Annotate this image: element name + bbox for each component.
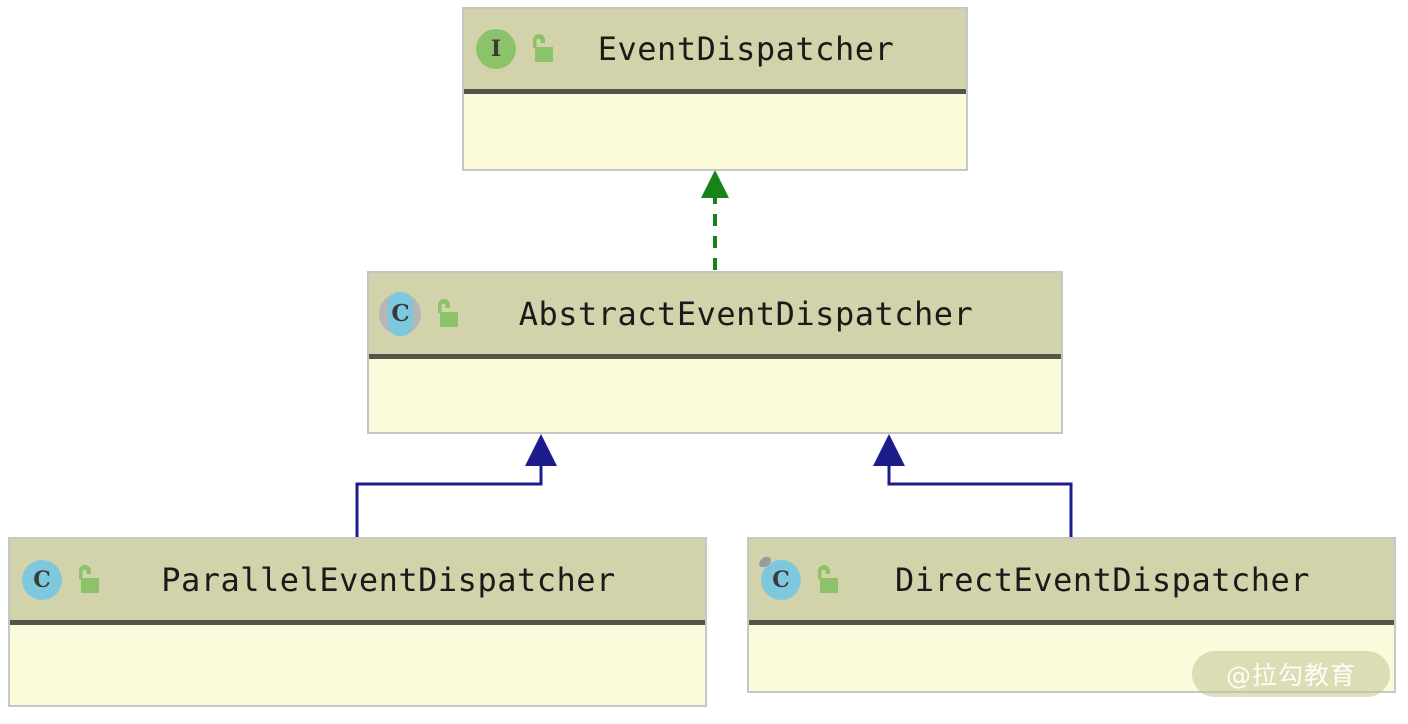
class-name-abstract-event-dispatcher: AbstractEventDispatcher <box>518 294 974 333</box>
generalization-arrowhead <box>873 434 905 466</box>
class-header-direct-event-dispatcher: C DirectEventDispatcher <box>749 539 1394 625</box>
class-circle-icon-with-pin: C <box>757 555 803 602</box>
class-box-abstract-event-dispatcher[interactable]: C AbstractEventDispatcher <box>367 271 1063 434</box>
open-padlock-icon <box>429 294 461 334</box>
class-box-parallel-event-dispatcher[interactable]: C ParallelEventDispatcher <box>8 537 707 707</box>
generalization-line <box>887 462 1073 538</box>
abstract-class-circle-icon: C <box>379 291 423 336</box>
class-members-event-dispatcher <box>464 94 966 169</box>
interface-circle-icon: I <box>474 27 518 71</box>
interface-icon-letter: I <box>476 29 516 69</box>
class-circle-icon: C <box>20 558 64 602</box>
open-padlock-icon <box>524 29 556 69</box>
generalization-parallel-to-abstract <box>355 434 557 538</box>
class-icon-letter: C <box>761 559 801 600</box>
realization-arrowhead <box>701 170 729 198</box>
open-padlock-icon <box>70 560 102 600</box>
pin-marker-icon <box>757 555 777 575</box>
class-members-abstract-event-dispatcher <box>369 359 1061 431</box>
class-header-abstract-event-dispatcher: C AbstractEventDispatcher <box>369 273 1061 359</box>
generalization-direct-to-abstract <box>873 434 1073 538</box>
class-header-parallel-event-dispatcher: C ParallelEventDispatcher <box>10 539 705 625</box>
class-name-event-dispatcher: EventDispatcher <box>597 30 895 68</box>
generalization-arrowhead <box>525 434 557 466</box>
class-icon-letter: C <box>22 559 62 600</box>
generalization-line <box>355 462 543 538</box>
class-header-event-dispatcher: I EventDispatcher <box>464 9 966 94</box>
class-members-parallel-event-dispatcher <box>10 625 705 704</box>
class-name-parallel-event-dispatcher: ParallelEventDispatcher <box>161 560 616 599</box>
class-box-event-dispatcher[interactable]: I EventDispatcher <box>462 7 968 171</box>
watermark-text: @拉勾教育 <box>1225 661 1356 690</box>
class-box-direct-event-dispatcher[interactable]: C DirectEventDispatcher <box>747 537 1396 693</box>
watermark-badge: @拉勾教育 <box>1192 651 1390 697</box>
abstract-class-icon-letter: C <box>388 291 413 336</box>
open-padlock-icon <box>809 560 841 600</box>
realization-abstract-to-interface <box>701 170 729 270</box>
class-name-direct-event-dispatcher: DirectEventDispatcher <box>894 560 1311 599</box>
